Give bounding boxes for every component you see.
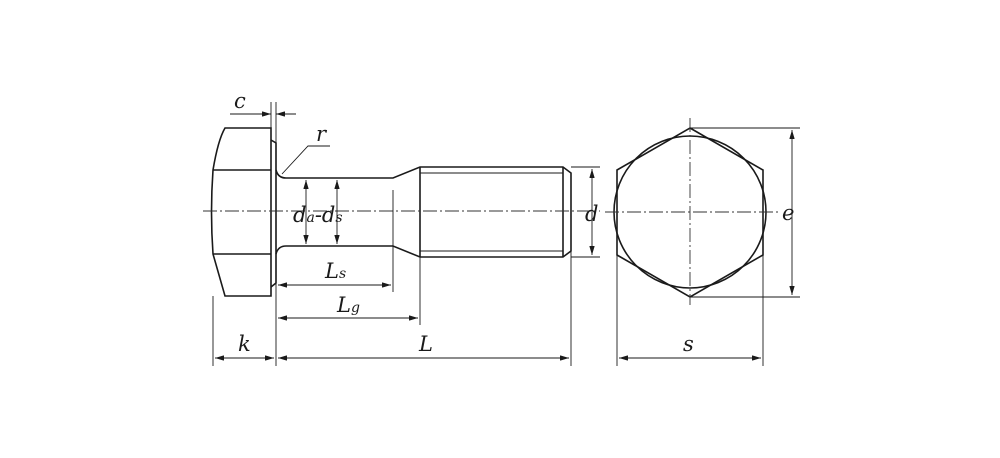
label-c: c <box>234 89 246 113</box>
label-L: L <box>418 332 433 356</box>
end-view <box>605 118 778 305</box>
label-s: s <box>683 332 694 356</box>
label-r: r <box>316 122 328 146</box>
bolt-head <box>210 127 272 297</box>
label-lg: Lg <box>336 293 360 317</box>
side-view <box>203 127 600 297</box>
label-k: k <box>238 332 251 356</box>
label-ls: Ls <box>324 259 346 283</box>
label-da: da-ds <box>293 203 343 227</box>
label-d: d <box>585 202 598 226</box>
label-e: e <box>782 201 794 225</box>
shank <box>275 166 572 258</box>
dim-r-leader <box>281 145 330 175</box>
